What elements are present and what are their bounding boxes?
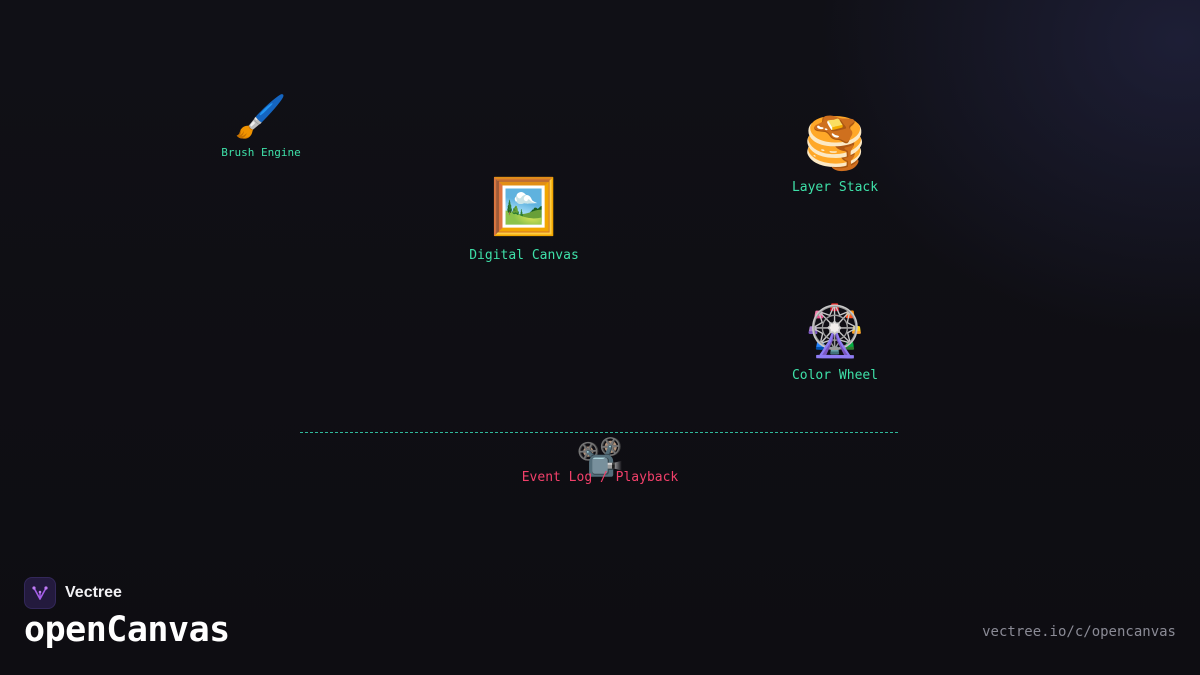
pancakes-icon: 🥞 bbox=[803, 114, 867, 172]
node-label: Event Log / Playback bbox=[521, 470, 679, 485]
node-label: Brush Engine bbox=[221, 146, 301, 159]
film-projector-icon: 📽️ bbox=[576, 435, 624, 479]
dashed-divider bbox=[300, 432, 898, 433]
page-title: openCanvas bbox=[24, 610, 230, 650]
ferris-wheel-icon: 🎡 bbox=[803, 302, 867, 360]
node-event-log: 📽️ Event Log / Playback bbox=[522, 438, 679, 485]
brand: Vectree bbox=[24, 577, 122, 609]
node-label: Layer Stack bbox=[791, 180, 879, 195]
node-digital-canvas: 🖼️ Digital Canvas bbox=[469, 175, 579, 264]
node-brush-engine: 🖌️ Brush Engine bbox=[221, 92, 301, 160]
node-label: Color Wheel bbox=[791, 368, 879, 383]
framed-picture-icon: 🖼️ bbox=[490, 175, 558, 238]
node-layer-stack: 🥞 Layer Stack bbox=[792, 118, 878, 195]
paintbrush-icon: 🖌️ bbox=[234, 92, 288, 141]
project-url: vectree.io/c/opencanvas bbox=[982, 624, 1176, 640]
node-label: Digital Canvas bbox=[469, 248, 579, 263]
vectree-logo-icon bbox=[24, 577, 56, 609]
node-color-wheel: 🎡 Color Wheel bbox=[792, 306, 878, 383]
brand-name: Vectree bbox=[65, 584, 122, 601]
